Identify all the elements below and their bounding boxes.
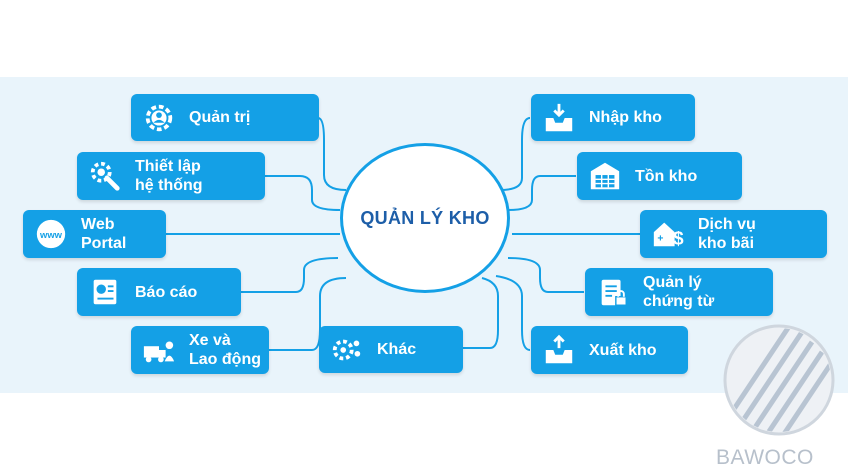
connector-xuat-kho	[495, 275, 531, 351]
node-label: Xuất kho	[589, 341, 657, 359]
node-label: Quản trị	[189, 109, 251, 126]
connector-ton-kho	[507, 175, 576, 211]
connector-quan-tri	[317, 117, 347, 191]
house-dollar-icon: +$	[650, 216, 686, 252]
svg-text:+: +	[657, 234, 663, 245]
connector-quan-ly-ct	[507, 257, 584, 293]
connector-thiet-lap	[264, 175, 341, 211]
node-label: Web Portal	[81, 216, 127, 252]
inbox-out-icon	[541, 332, 577, 368]
node-thiet-lap-he-thong[interactable]: Thiết lập hệ thống	[77, 152, 265, 200]
node-label: Dịch vụ kho bãi	[698, 216, 756, 252]
node-label: Xe và Lao động	[189, 332, 261, 368]
node-xuat-kho[interactable]: Xuất kho	[531, 326, 688, 374]
svg-text:www: www	[39, 230, 63, 241]
node-ton-kho[interactable]: Tồn kho	[577, 152, 742, 200]
other-gears-icon	[329, 332, 365, 368]
node-bao-cao[interactable]: Báo cáo	[77, 268, 241, 316]
node-label: Tồn kho	[635, 167, 698, 185]
node-nhap-kho[interactable]: Nhập kho	[531, 94, 695, 141]
center-hub: QUẢN LÝ KHO	[340, 143, 510, 293]
node-xe-va-lao-dong[interactable]: Xe và Lao động	[131, 326, 269, 374]
warehouse-icon	[587, 158, 623, 194]
report-chart-icon	[87, 274, 123, 310]
inbox-in-icon	[541, 100, 577, 136]
node-label: Khác	[377, 341, 417, 358]
www-globe-icon: www	[33, 216, 69, 252]
connector-bao-cao	[240, 257, 339, 293]
connector-khac	[462, 277, 499, 349]
node-label: Báo cáo	[135, 283, 198, 301]
center-title: QUẢN LÝ KHO	[360, 207, 490, 228]
node-label: Nhập kho	[589, 109, 662, 126]
document-lock-icon	[595, 274, 631, 310]
node-dich-vu-kho-bai[interactable]: +$ Dịch vụ kho bãi	[640, 210, 827, 258]
bawoco-logo-icon	[723, 324, 835, 436]
admin-gear-icon	[141, 100, 177, 136]
settings-tools-icon	[87, 158, 123, 194]
node-quan-tri[interactable]: Quản trị	[131, 94, 319, 141]
node-khac[interactable]: Khác	[319, 326, 463, 373]
node-quan-ly-chung-tu[interactable]: Quản lý chứng từ	[585, 268, 773, 316]
watermark-text: BAWOCO	[716, 446, 814, 469]
node-label: Quản lý chứng từ	[643, 274, 715, 310]
connector-nhap-kho	[499, 117, 531, 191]
node-web-portal[interactable]: www Web Portal	[23, 210, 166, 258]
svg-text:$: $	[673, 228, 684, 249]
truck-worker-icon	[141, 332, 177, 368]
node-label: Thiết lập hệ thống	[135, 158, 203, 194]
